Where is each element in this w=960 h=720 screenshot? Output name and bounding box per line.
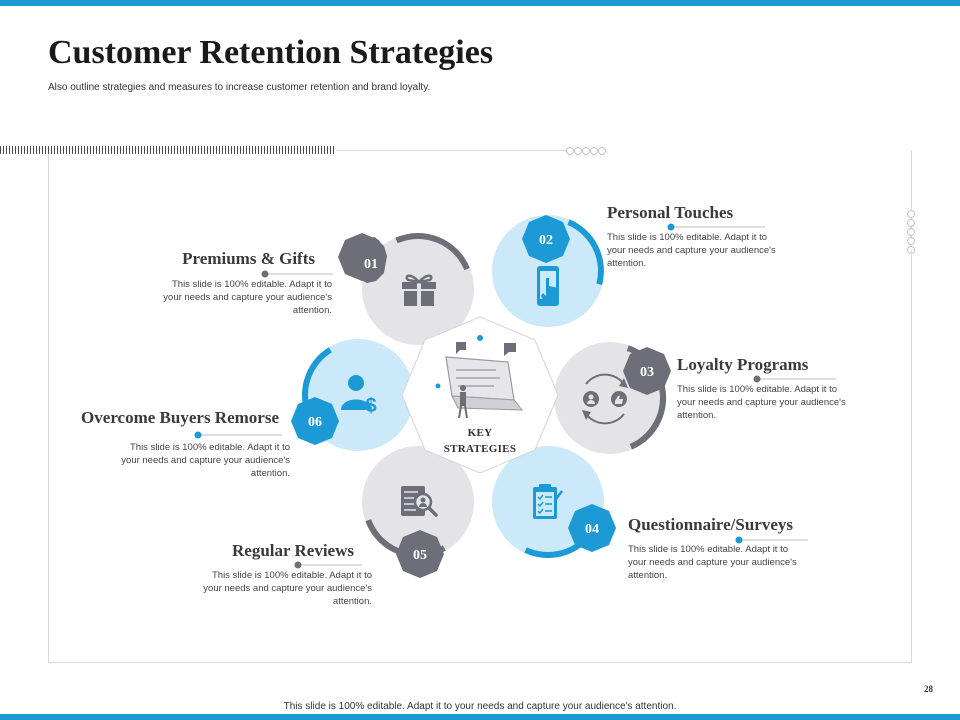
strategy-description-06: This slide is 100% editable. Adapt it to…	[121, 442, 290, 479]
strategy-description-02: This slide is 100% editable. Adapt it to…	[607, 232, 776, 269]
ring-decoration	[582, 147, 590, 155]
touch-phone-icon	[537, 266, 559, 306]
connector-dots	[194, 223, 761, 569]
loyalty-cycle-icon	[582, 373, 628, 425]
key-strategies-hub: KEY STRATEGIES	[401, 316, 559, 474]
ring-decoration	[566, 147, 574, 155]
frame-right-line	[911, 250, 912, 662]
step-number: 02	[539, 233, 553, 248]
strategy-description-01: This slide is 100% editable. Adapt it to…	[163, 279, 332, 316]
svg-text:$: $	[365, 395, 376, 417]
laptop-illustration-icon	[435, 335, 524, 419]
center-label-line1: KEY	[468, 427, 493, 439]
strategy-heading-04: Questionnaire/Surveys	[628, 515, 793, 534]
bottom-accent-bar	[0, 714, 960, 720]
step-number: 01	[364, 257, 378, 272]
user-dollar-icon: $	[341, 375, 377, 417]
step-number: 05	[413, 548, 427, 563]
strategy-heading-01: Premiums & Gifts	[182, 249, 315, 268]
step-number: 04	[585, 522, 599, 537]
ring-decoration	[907, 210, 915, 218]
strategy-node-02: 02	[492, 215, 604, 327]
center-label-line2: STRATEGIES	[444, 443, 517, 455]
hatched-divider	[0, 146, 336, 154]
top-accent-bar	[0, 0, 960, 6]
strategy-heading-02: Personal Touches	[607, 203, 734, 222]
strategy-node-04: 04	[492, 446, 616, 558]
slide-title: Customer Retention Strategies	[48, 34, 494, 71]
strategy-description-05: This slide is 100% editable. Adapt it to…	[203, 570, 372, 607]
strategy-description-03: This slide is 100% editable. Adapt it to…	[677, 384, 846, 421]
clipboard-icon	[533, 484, 563, 519]
ring-decoration	[590, 147, 598, 155]
footer-note: This slide is 100% editable. Adapt it to…	[283, 701, 677, 712]
divider-line	[336, 150, 566, 151]
ring-decoration	[574, 147, 582, 155]
strategy-node-01: 01	[338, 233, 474, 345]
ring-decoration	[907, 228, 915, 236]
strategy-heading-06: Overcome Buyers Remorse	[81, 408, 279, 427]
strategy-node-03: 03	[554, 342, 671, 454]
ring-decoration	[907, 237, 915, 245]
strategy-node-06: 06 $	[291, 339, 414, 451]
step-number: 06	[308, 415, 322, 430]
gift-icon	[402, 274, 436, 306]
page-number: 28	[924, 684, 933, 694]
strategy-node-05: 05	[362, 446, 474, 578]
connector-lines	[198, 226, 836, 566]
ring-decoration	[907, 219, 915, 227]
step-number: 03	[640, 365, 654, 380]
strategy-heading-03: Loyalty Programs	[677, 355, 809, 374]
strategy-heading-05: Regular Reviews	[232, 541, 354, 560]
document-search-icon	[401, 486, 438, 517]
strategy-description-04: This slide is 100% editable. Adapt it to…	[628, 544, 797, 581]
ring-decoration	[598, 147, 606, 155]
slide-subtitle: Also outline strategies and measures to …	[48, 82, 431, 93]
